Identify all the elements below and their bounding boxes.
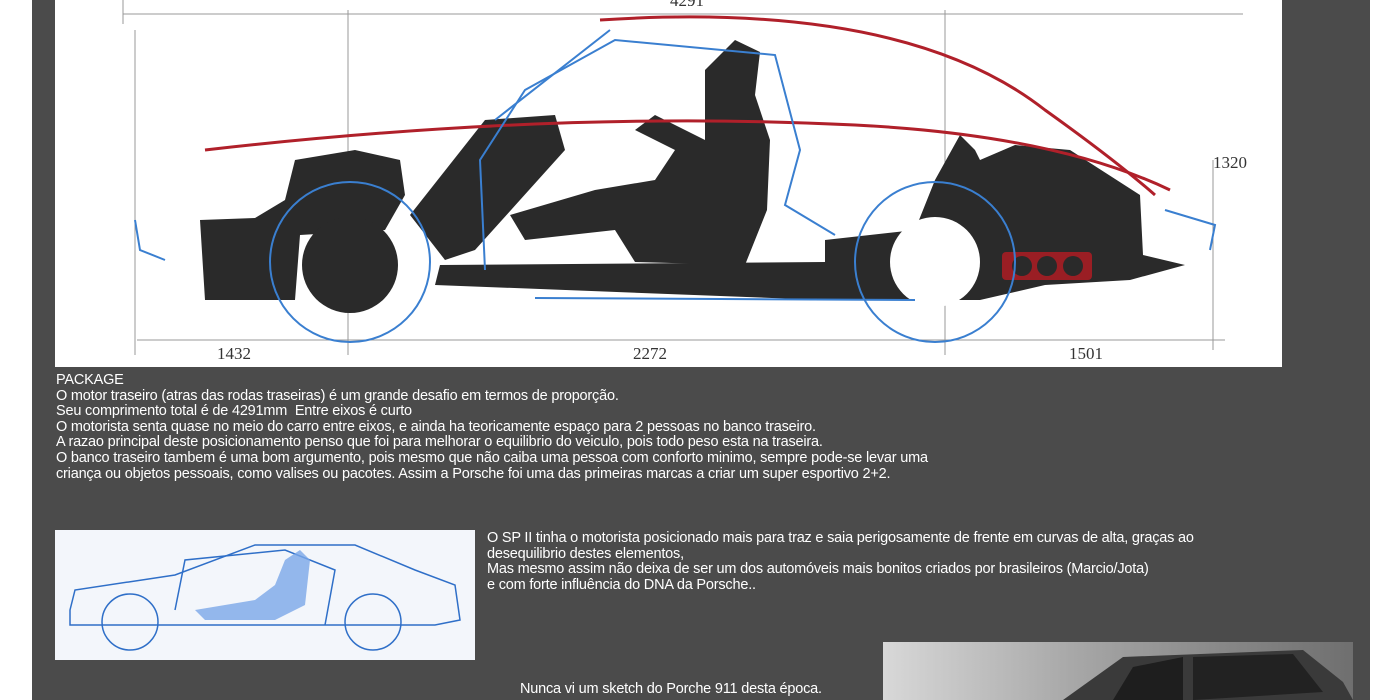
sketch-caption: Nunca vi um sketch do Porche 911 desta é… — [520, 681, 822, 697]
dimension-height: 1320 — [1213, 153, 1247, 172]
package-line: Seu comprimento total é de 4291mm Entre … — [56, 403, 412, 420]
sp2-package-sketch — [55, 530, 475, 660]
sp2-line: Mas mesmo assim não deixa de ser um dos … — [487, 561, 1149, 578]
sp2-line: e com forte influência do DNA da Porsche… — [487, 576, 756, 593]
sp2-text: O SP II tinha o motorista posicionado ma… — [487, 530, 1194, 593]
sp2-car-drawing — [69, 544, 461, 651]
dimension-wheelbase: 2272 — [633, 344, 667, 363]
package-line: O banco traseiro tambem é uma bom argume… — [56, 449, 928, 466]
package-line: O motor traseiro (atras das rodas trasei… — [56, 387, 619, 404]
car-package-drawing — [122, 0, 1243, 355]
package-title: PACKAGE — [56, 372, 124, 388]
porsche-911-photo — [883, 642, 1353, 700]
package-diagram: 4291 1432 2272 1501 1320 — [55, 0, 1282, 367]
package-line: A razao principal deste posicionamento p… — [56, 434, 823, 451]
dimension-front-overhang: 1432 — [217, 344, 251, 363]
sp2-line: O SP II tinha o motorista posicionado ma… — [487, 530, 1194, 546]
dimension-rear-overhang: 1501 — [1069, 344, 1103, 363]
package-line: criança ou objetos pessoais, como valise… — [56, 465, 891, 482]
package-line: O motorista senta quase no meio do carro… — [56, 418, 816, 435]
sp2-line: desequilibrio destes elementos, — [487, 545, 684, 562]
dimension-total-length: 4291 — [670, 0, 704, 10]
